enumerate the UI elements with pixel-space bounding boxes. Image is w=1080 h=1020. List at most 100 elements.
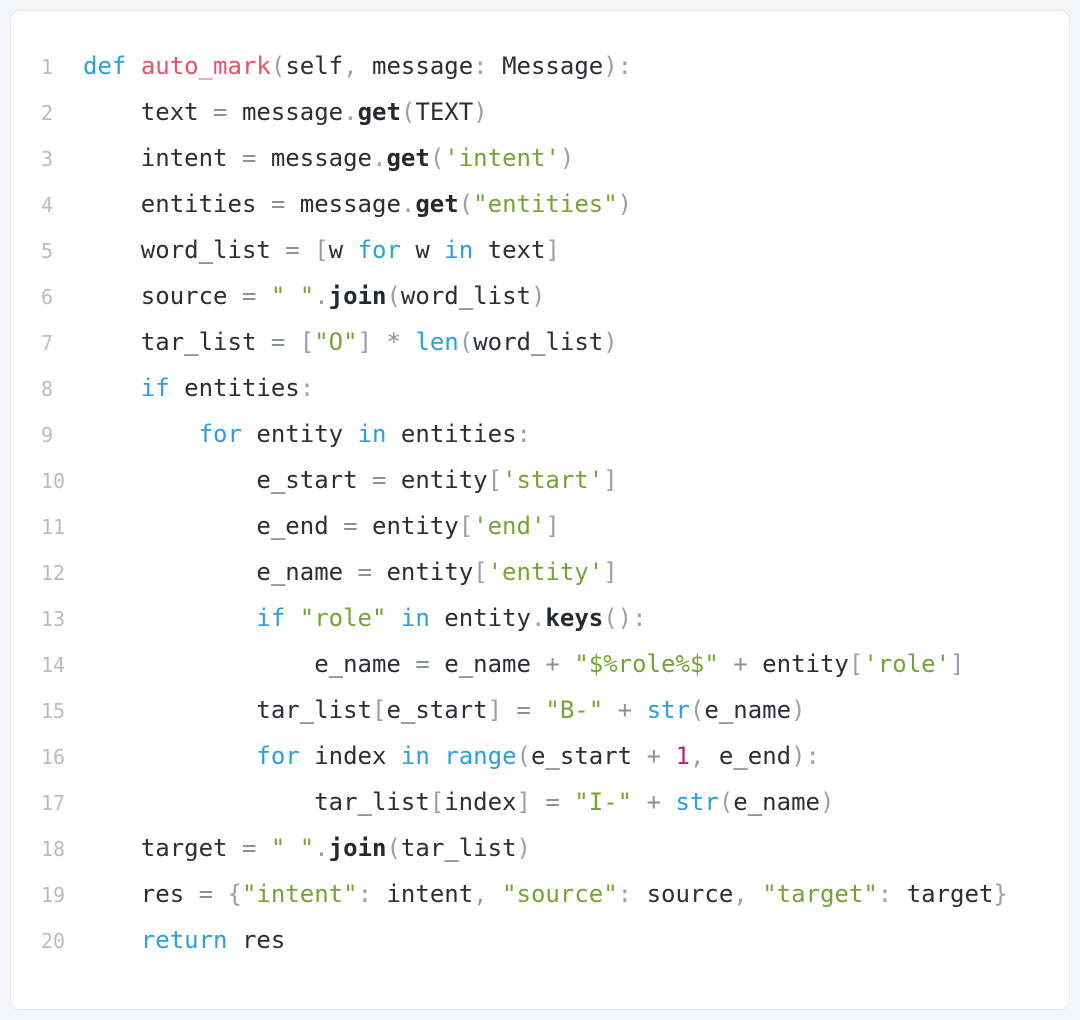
code-token-ws (83, 742, 256, 770)
code-token-va: source (646, 880, 734, 908)
code-text: tar_list[e_start] = "B-" + str(e_name) (83, 687, 805, 733)
code-token-pu: [ (429, 788, 445, 816)
code-token-pu: ( (718, 788, 734, 816)
code-token-va: entities (184, 374, 300, 402)
code-line: 8 if entities: (29, 365, 1051, 411)
code-token-op: = (328, 512, 372, 540)
code-token-ws (488, 880, 502, 908)
code-token-va: entities (140, 190, 257, 218)
code-token-op: + (632, 788, 676, 816)
code-token-op: = (256, 190, 300, 218)
code-token-pu: ) (819, 788, 835, 816)
code-text: res = {"intent": intent, "source": sourc… (83, 871, 1008, 917)
line-number: 4 (41, 193, 54, 217)
line-number: 17 (41, 791, 66, 815)
code-token-kw: in (400, 742, 430, 770)
code-token-st: 'start' (502, 466, 604, 494)
code-token-st: "target" (762, 880, 878, 908)
code-token-pu: ( (429, 144, 445, 172)
code-token-pu: : (516, 420, 531, 448)
code-token-op: = (198, 98, 242, 126)
code-token-va: e_name (733, 788, 820, 816)
code-token-va: message (241, 98, 344, 126)
code-token-pu: , (689, 742, 705, 770)
code-token-kw: for (256, 742, 300, 770)
code-token-pu: : (357, 880, 373, 908)
code-token-ws (83, 328, 141, 356)
code-token-pu: [ (458, 512, 474, 540)
code-token-pu: { (227, 880, 242, 908)
code-token-va: e_name (704, 696, 792, 724)
code-token-ws (386, 742, 400, 770)
code-token-op: * (372, 328, 416, 356)
code-text: return res (83, 917, 286, 963)
code-token-pu: ( (516, 742, 531, 770)
code-token-va: intent (386, 880, 474, 908)
code-text: for index in range(e_start + 1, e_end): (83, 733, 820, 779)
code-token-pu: : (617, 880, 633, 908)
code-token-pu: ) (473, 98, 488, 126)
code-token-pu: [ (848, 650, 864, 678)
code-text: tar_list = ["O"] * len(word_list) (83, 319, 618, 365)
code-token-va: text (487, 236, 546, 264)
code-token-me: get (386, 144, 430, 172)
code-token-ws (358, 52, 372, 80)
code-token-ws (430, 604, 444, 632)
code-token-op: = (227, 834, 271, 862)
code-token-va: entity (762, 650, 849, 678)
code-token-ws (83, 190, 141, 218)
line-number: 7 (41, 331, 54, 355)
code-token-pu: ( (400, 98, 416, 126)
code-token-pu: ): (791, 742, 820, 770)
code-token-st: "entities" (473, 190, 618, 218)
code-line: 13 if "role" in entity.keys(): (29, 595, 1051, 641)
code-line: 10 e_start = entity['start'] (29, 457, 1051, 503)
code-token-ws (300, 742, 314, 770)
code-line: 7 tar_list = ["O"] * len(word_list) (29, 319, 1051, 365)
code-token-ws (83, 604, 256, 632)
code-token-st: "B-" (545, 696, 604, 724)
code-text: if "role" in entity.keys(): (83, 595, 647, 641)
line-number: 3 (41, 147, 54, 171)
code-token-va: w (328, 236, 344, 264)
line-number: 16 (41, 745, 66, 769)
code-token-va: entity (256, 420, 344, 448)
code-token-kw: if (256, 604, 286, 632)
code-token-va: tar_list (314, 788, 430, 816)
code-token-va: index (444, 788, 517, 816)
code-line: 3 intent = message.get('intent') (29, 135, 1051, 181)
code-token-ws (83, 834, 141, 862)
code-line: 18 target = " ".join(tar_list) (29, 825, 1051, 871)
code-token-va: entity (444, 604, 531, 632)
code-token-pu: : (877, 880, 893, 908)
code-token-pu: ] (545, 236, 560, 264)
code-token-pu: ( (458, 190, 474, 218)
code-token-pu: (): (603, 604, 647, 632)
code-token-nu: 1 (675, 742, 690, 770)
code-token-st: "intent" (241, 880, 358, 908)
code-token-ws (83, 282, 141, 310)
code-token-st: " " (270, 282, 315, 310)
code-line: 9 for entity in entities: (29, 411, 1051, 457)
code-token-pu: [ (371, 696, 387, 724)
code-token-op: + (603, 696, 647, 724)
code-token-pu: [ (314, 236, 329, 264)
code-text: if entities: (83, 365, 314, 411)
code-token-va: e_end (256, 512, 329, 540)
code-token-va: tar_list (256, 696, 372, 724)
code-token-va: word_list (140, 236, 271, 264)
line-number: 14 (41, 653, 66, 677)
code-token-va: e_name (256, 558, 344, 586)
code-token-me: get (357, 98, 401, 126)
code-token-st: "source" (502, 880, 618, 908)
code-token-va: tar_list (400, 834, 517, 862)
code-token-st: "role" (299, 604, 387, 632)
code-text: def auto_mark(self, message: Message): (83, 43, 632, 89)
code-token-kw: for (357, 236, 401, 264)
code-token-pu: ( (270, 52, 286, 80)
code-token-pu: ] (545, 512, 560, 540)
code-text: for entity in entities: (83, 411, 531, 457)
code-token-pu: ] (516, 788, 531, 816)
